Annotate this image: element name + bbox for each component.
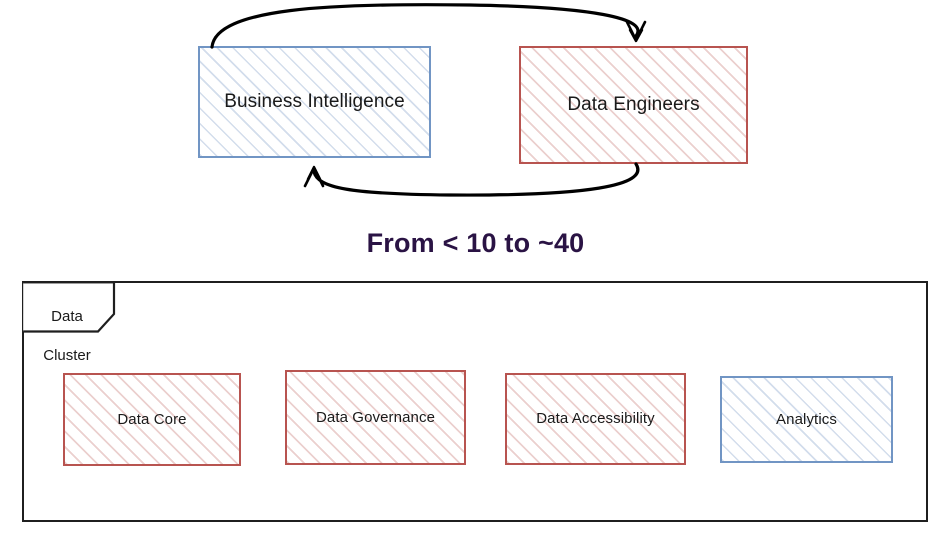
node-analytics[interactable]: Analytics bbox=[720, 376, 893, 463]
node-business-intelligence-label: Business Intelligence bbox=[224, 91, 405, 113]
connector-bi-to-de bbox=[210, 3, 647, 49]
node-data-governance-label: Data Governance bbox=[315, 408, 436, 426]
connector-de-to-bi bbox=[303, 162, 640, 197]
node-data-engineers-label: Data Engineers bbox=[567, 94, 700, 116]
node-data-core-label: Data Core bbox=[117, 410, 187, 428]
cluster-tab: Data Cluster bbox=[22, 281, 126, 364]
node-data-accessibility[interactable]: Data Accessibility bbox=[505, 373, 686, 465]
node-business-intelligence[interactable]: Business Intelligence bbox=[198, 46, 431, 158]
node-analytics-label: Analytics bbox=[776, 410, 837, 428]
node-data-core[interactable]: Data Core bbox=[63, 373, 241, 466]
page-title: From < 10 to ~40 bbox=[366, 228, 585, 258]
node-data-governance[interactable]: Data Governance bbox=[285, 370, 466, 465]
cluster-tab-shape bbox=[23, 281, 116, 333]
cluster-tab-label: Data Cluster bbox=[22, 287, 112, 366]
node-data-accessibility-label: Data Accessibility bbox=[536, 410, 655, 428]
node-data-engineers[interactable]: Data Engineers bbox=[519, 46, 748, 164]
cluster-tab-label-line1: Data bbox=[51, 307, 83, 325]
cluster-tab-label-line2: Cluster bbox=[43, 347, 91, 365]
